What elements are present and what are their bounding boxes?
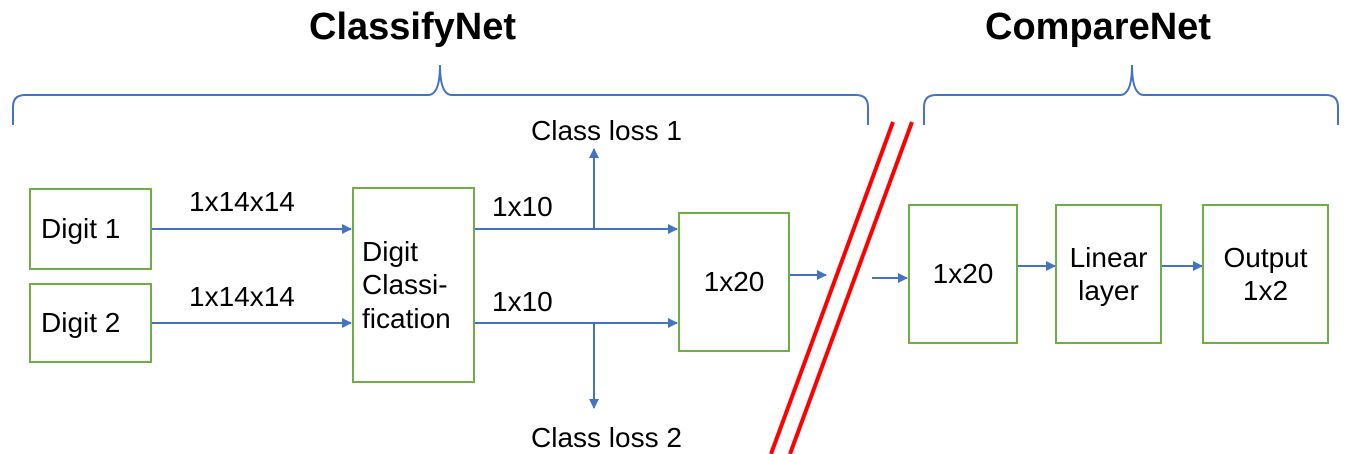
class-loss-1-label: Class loss 1 — [531, 115, 682, 146]
output-box: Output 1x2 — [1202, 204, 1329, 344]
classifynet-brace — [12, 64, 869, 125]
separator-line-2 — [788, 121, 914, 454]
classifynet-title: ClassifyNet — [309, 6, 516, 48]
class-loss-2-label: Class loss 2 — [531, 422, 682, 453]
digit-1-box: Digit 1 — [29, 188, 152, 270]
comparenet-title: CompareNet — [985, 6, 1211, 48]
input-dim-label-1: 1x14x14 — [189, 186, 295, 217]
separator-line-1 — [769, 121, 895, 454]
class-dim-label-2: 1x10 — [492, 286, 553, 317]
input-dim-label-2: 1x14x14 — [189, 281, 295, 312]
concat-box: 1x20 — [678, 212, 790, 352]
digit-classification-box: Digit Classi- fication — [352, 187, 475, 383]
compare-input-box: 1x20 — [908, 204, 1018, 344]
digit-2-box: Digit 2 — [29, 283, 152, 363]
comparenet-brace — [923, 64, 1339, 125]
class-dim-label-1: 1x10 — [492, 191, 553, 222]
linear-layer-box: Linear layer — [1055, 204, 1162, 344]
